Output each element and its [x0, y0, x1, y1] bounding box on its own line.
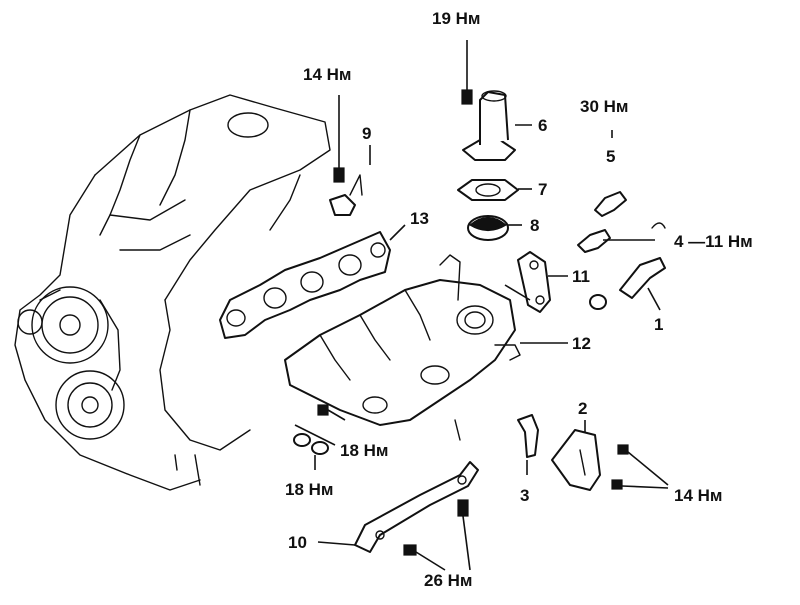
bracket-9 [329, 95, 363, 216]
intake-manifold [284, 254, 521, 441]
strap-10 [317, 461, 479, 553]
leader-13 [389, 224, 406, 241]
part-label-7: 7 [538, 180, 548, 199]
bracket-3 [517, 414, 539, 475]
bolt-18-a [294, 404, 346, 446]
part-label-1: 1 [654, 315, 664, 334]
torque-label-30: 30 Нм [580, 97, 629, 116]
sensor-5 [594, 130, 627, 217]
nut-small [589, 294, 607, 310]
bolt-19 [461, 40, 473, 105]
bracket-11 [504, 251, 568, 313]
part-label-11: 11 [572, 267, 590, 286]
torque-label-26: 26 Нм [424, 571, 473, 590]
part-label-13: 13 [410, 209, 429, 228]
outlet-fitting-6 [462, 90, 516, 161]
torque-label-11: 4 —11 Нм [674, 232, 753, 251]
thermostat-8 [467, 215, 509, 241]
torque-label-19: 19 Нм [432, 9, 481, 28]
part-label-12: 12 [572, 334, 591, 353]
torque-label-18-b: 18 Нм [285, 480, 334, 499]
exhaust-gasket-13 [219, 231, 391, 339]
bolts-26 [403, 499, 471, 571]
torque-label-14-top: 14 Нм [303, 65, 352, 84]
part-label-9: 9 [362, 124, 372, 143]
part-label-2: 2 [578, 399, 588, 418]
bracket-2 [551, 420, 601, 491]
part-label-8: 8 [530, 216, 540, 235]
part-label-6: 6 [538, 116, 548, 135]
part-label-5: 5 [606, 147, 616, 166]
part-label-3: 3 [520, 486, 530, 505]
bolts-14-right [611, 444, 669, 490]
torque-label-18-a: 18 Нм [340, 441, 389, 460]
gasket-7 [457, 179, 519, 201]
nuts-18-b [293, 433, 329, 470]
part-label-10: 10 [288, 533, 307, 552]
engine-block [14, 94, 331, 491]
torque-label-14-right: 14 Нм [674, 486, 723, 505]
hose-1 [619, 257, 666, 311]
sensor-4 [577, 222, 666, 253]
